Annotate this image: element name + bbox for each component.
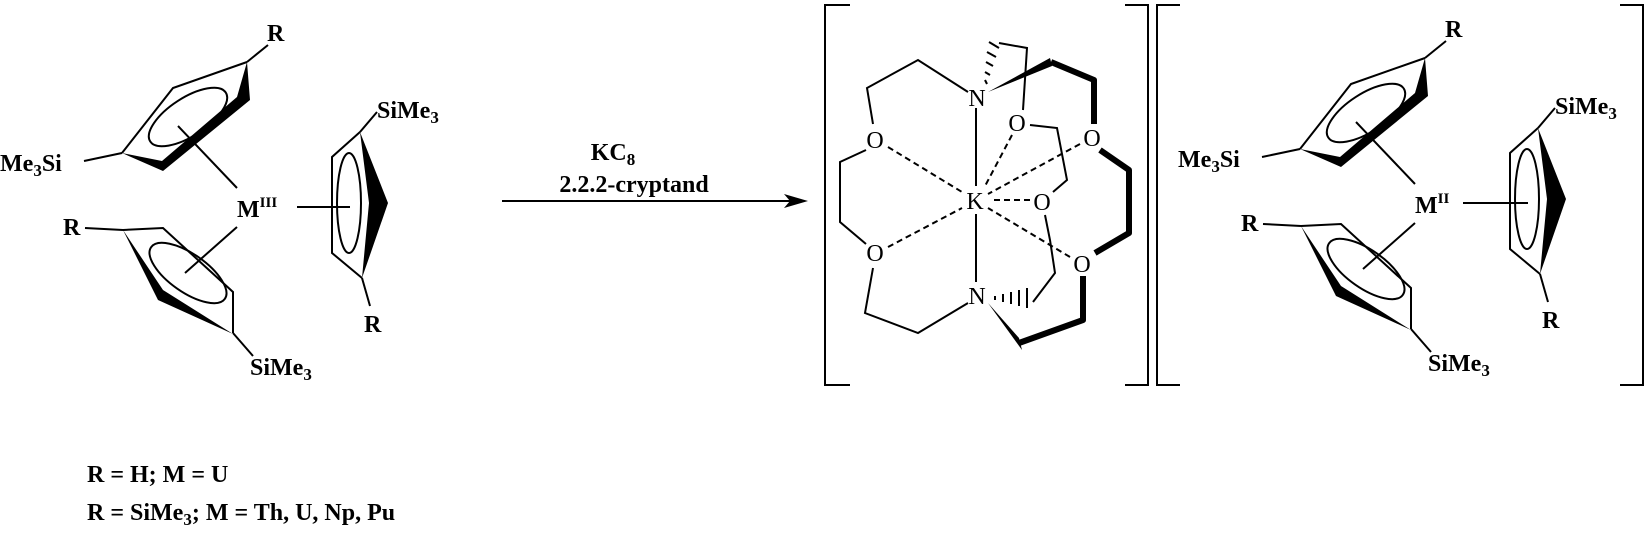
label-r-right: R — [364, 312, 382, 338]
label-me3si: Me3Si — [0, 151, 62, 180]
product-metallocene: R Me3Si R SiMe3 SiMe3 R MII — [1178, 17, 1617, 380]
hashed-wedge-bottom — [994, 288, 1028, 308]
cryptand-cation: N N K O O O O O O — [824, 4, 1149, 386]
bracket-left-anion — [1156, 4, 1180, 386]
label-sime3-bottom: SiMe3 — [1428, 351, 1490, 380]
metal-center: MIII — [237, 195, 277, 223]
atom-o: O — [1033, 190, 1050, 216]
metal-center: MII — [1415, 191, 1449, 219]
atom-k: K — [966, 189, 984, 215]
cp-ring-top — [83, 44, 269, 189]
label-r-top: R — [1445, 17, 1463, 43]
atom-o: O — [866, 241, 883, 267]
substituent-note-1: R = H; M = U — [87, 462, 228, 488]
atom-o: O — [1073, 252, 1090, 278]
hashed-wedge-top — [984, 41, 1000, 85]
atom-o: O — [866, 128, 883, 154]
label-me3si: Me3Si — [1178, 147, 1240, 176]
atom-n-top: N — [968, 86, 985, 112]
label-r-left: R — [63, 215, 81, 241]
label-r-top: R — [267, 21, 285, 47]
label-r-left: R — [1241, 211, 1259, 237]
label-sime3-right: SiMe3 — [377, 98, 439, 127]
reaction-arrow: KC8 2.2.2-cryptand — [502, 140, 808, 208]
atom-n-bottom: N — [968, 284, 985, 310]
label-r-right: R — [1542, 308, 1560, 334]
label-sime3-bottom: SiMe3 — [250, 355, 312, 384]
bracket-right — [1125, 4, 1149, 386]
cp-ring-top — [1261, 40, 1447, 185]
conditions-label: 2.2.2-cryptand — [559, 172, 709, 198]
atom-o: O — [1008, 111, 1025, 137]
label-sime3-right: SiMe3 — [1555, 94, 1617, 123]
cp-ring-bottom — [1262, 222, 1432, 353]
cp-ring-right — [1463, 107, 1566, 303]
cp-ring-bottom — [84, 226, 254, 357]
atom-o: O — [1083, 126, 1100, 152]
reactant-metallocene: R Me3Si R SiMe3 SiMe3 R MIII — [0, 21, 439, 384]
bracket-left — [824, 4, 850, 386]
cp-ring-right — [297, 111, 388, 307]
substituent-note-2: R = SiMe3; M = Th, U, Np, Pu — [87, 500, 395, 529]
reagent-label: KC8 — [591, 140, 636, 169]
bracket-right-anion — [1620, 4, 1644, 386]
